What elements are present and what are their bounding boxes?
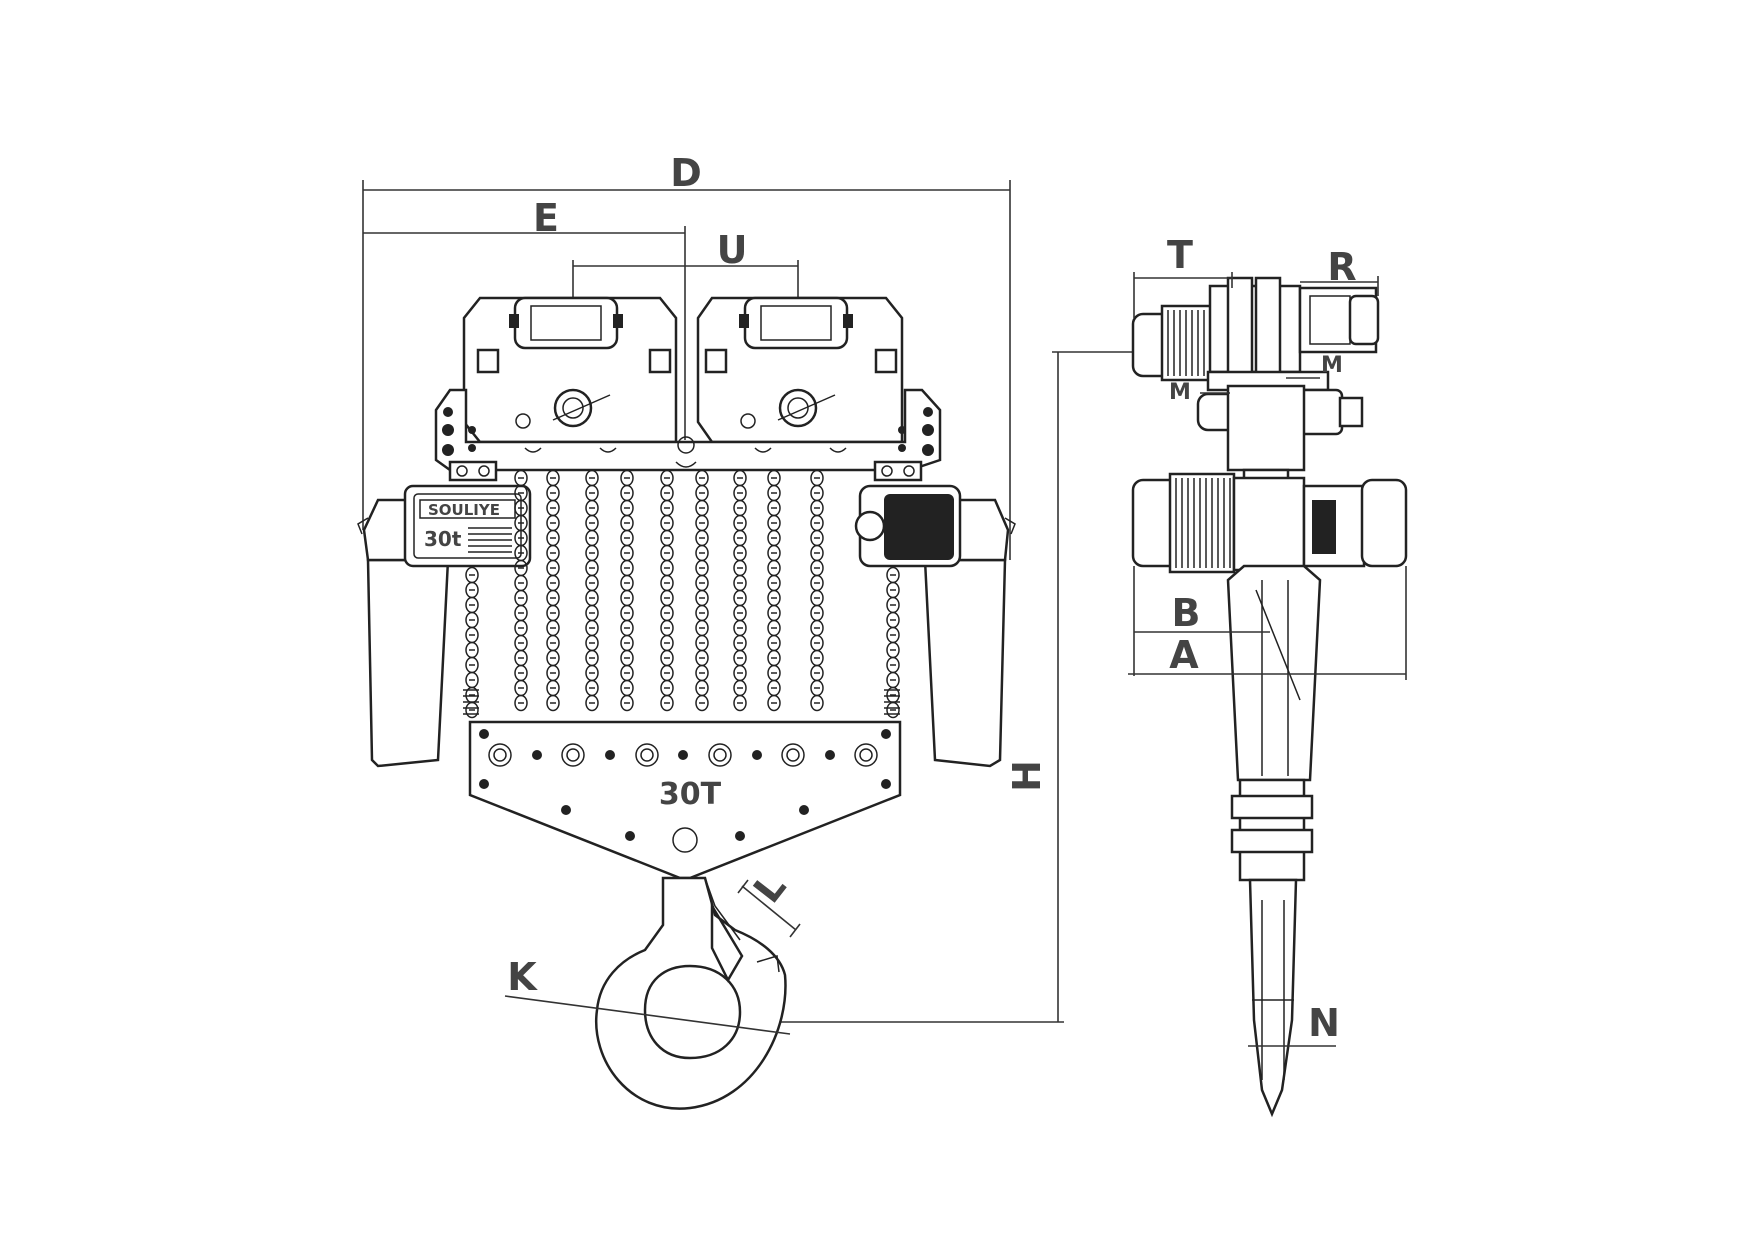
dim-label-b: B <box>1172 591 1201 635</box>
dimension-lines-front <box>362 180 1140 1023</box>
dim-label-d: D <box>670 151 702 195</box>
hook <box>594 876 787 1110</box>
dim-label-r: R <box>1327 245 1356 289</box>
hoist-left-housing: SOULIYE 30t <box>357 484 532 768</box>
dim-label-n: N <box>1308 1001 1340 1045</box>
dim-label-m-right: M <box>1321 353 1343 378</box>
dim-label-h: H <box>1005 760 1049 792</box>
dim-label-t: T <box>1167 233 1193 277</box>
chain-springs <box>463 689 900 715</box>
dim-label-e: E <box>533 196 559 240</box>
side-view <box>1131 276 1408 1118</box>
dim-label-k: K <box>507 955 538 999</box>
trolley-base-frame <box>434 388 942 482</box>
load-chains <box>465 469 900 719</box>
capacity-plate: 30T <box>659 777 722 812</box>
dimension-lines-hook <box>504 879 801 1035</box>
dim-label-a: A <box>1169 633 1199 677</box>
trolley-left <box>462 296 678 444</box>
capacity-badge: 30t <box>424 527 462 551</box>
hoist-right-housing <box>854 484 1016 768</box>
dim-label-u: U <box>717 228 748 272</box>
dim-label-m-left: M <box>1169 380 1191 405</box>
dim-label-l: L <box>745 865 795 911</box>
trolley-right <box>696 296 904 444</box>
dimension-lines-side <box>1128 272 1407 1047</box>
bottom-block: 30T <box>468 720 902 880</box>
brand-label: SOULIYE <box>428 501 500 519</box>
